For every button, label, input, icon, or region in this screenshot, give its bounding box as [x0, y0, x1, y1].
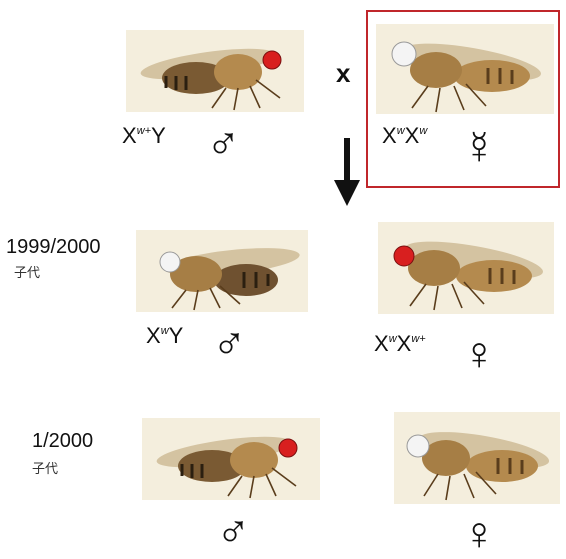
minority-male-fly — [142, 418, 320, 500]
majority-male-fly — [136, 230, 308, 312]
majority-female-genotype: XwXw+ — [374, 328, 426, 355]
down-arrow-icon — [331, 138, 363, 208]
minority-male-symbol: ♂ — [216, 508, 251, 554]
majority-female-fly — [378, 222, 554, 314]
minority-label: 子代 — [32, 458, 58, 477]
cross-symbol: x — [336, 58, 350, 89]
majority-female-symbol: ♀ — [462, 330, 497, 376]
parent-female-fly — [376, 24, 554, 114]
minority-ratio: 1/2000 — [32, 430, 93, 452]
majority-male-symbol: ♂ — [212, 320, 247, 366]
majority-male-genotype: XwY — [146, 320, 183, 347]
parent-male-fly — [126, 30, 304, 112]
female-attached-x-symbol: ☿ — [462, 124, 497, 170]
minority-female-fly — [394, 412, 560, 504]
male-symbol: ♂ — [206, 120, 241, 166]
minority-female-symbol: ♀ — [462, 510, 497, 556]
majority-label: 子代 — [14, 262, 40, 281]
majority-ratio: 1999/2000 — [6, 236, 101, 258]
parent-male-genotype: Xw+Y — [122, 120, 166, 147]
parent-female-genotype: XwXw — [382, 120, 427, 147]
